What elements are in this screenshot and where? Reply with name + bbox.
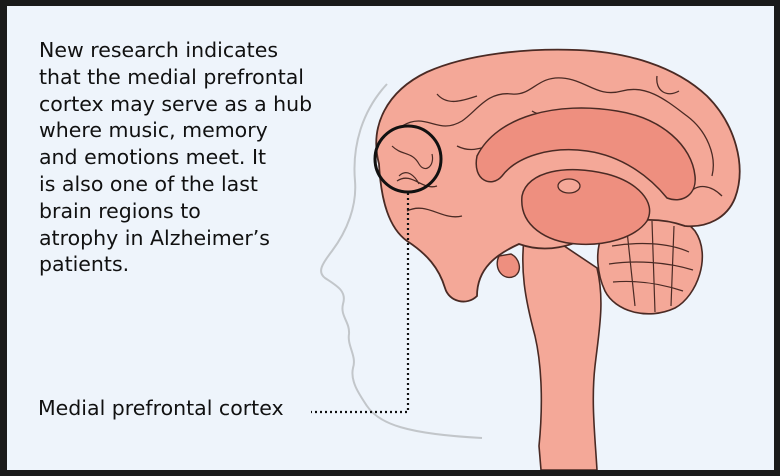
medial-prefrontal-cortex-label: Medial prefrontal cortex [38, 396, 284, 420]
pituitary [496, 253, 521, 279]
corpus-callosum [475, 107, 696, 201]
illustration-panel: New research indicates that the medial p… [7, 6, 774, 470]
description-text: New research indicates that the medial p… [39, 38, 313, 277]
thalamus-nucleus [557, 178, 581, 194]
brain-illustration [311, 48, 741, 470]
brainstem [522, 219, 602, 470]
head-profile-outline [320, 83, 483, 439]
thalamus [521, 168, 651, 246]
medial-prefrontal-cortex-highlight [373, 124, 443, 194]
